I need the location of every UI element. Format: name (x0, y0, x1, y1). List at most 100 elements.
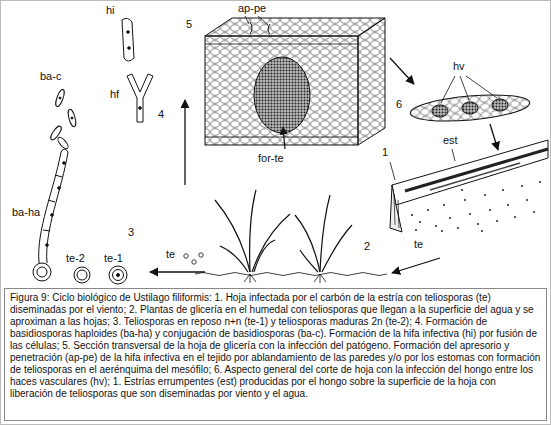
leader-line (390, 149, 455, 180)
basidiospores (67, 109, 77, 128)
leaf-section-block (205, 44, 358, 45)
teliospore-dots (435, 225, 437, 227)
infected-leaf (430, 163, 520, 190)
part-label: est (443, 134, 458, 147)
leader-line (390, 162, 395, 180)
infected-leaf (390, 140, 548, 232)
leader-line (245, 16, 268, 25)
teliospore-dots (539, 181, 541, 183)
part-label: te (166, 248, 175, 261)
leaf-section-block (205, 137, 358, 138)
infective-hypha (139, 107, 142, 110)
glyceria-plants (300, 250, 318, 272)
part-label: 2 (364, 240, 370, 253)
part-label: ap-pe (238, 2, 266, 15)
basidiospores (54, 89, 66, 108)
teliospore-dots (484, 194, 486, 196)
glyceria-plants (215, 200, 250, 272)
teliospores (117, 274, 120, 277)
teliospore-dots (496, 220, 498, 222)
teliospores (77, 270, 87, 280)
germinating-basidium (51, 214, 54, 217)
teliospore-dots (502, 189, 504, 191)
germinating-basidium (63, 162, 66, 165)
infected-leaf (392, 140, 548, 205)
basidiospores (56, 136, 70, 151)
infected-leaf (405, 149, 548, 191)
leaf-section-block (358, 18, 385, 145)
teliospore-dots (469, 213, 471, 215)
part-label: 6 (396, 98, 402, 111)
teliospore-dots (449, 217, 451, 219)
leaf-cut (462, 102, 478, 114)
teliospore-dots (192, 260, 196, 264)
teliospore-dots (461, 189, 463, 191)
leaf-section-block (205, 18, 385, 145)
germinating-basidium (43, 175, 62, 231)
teliospore-dots (427, 209, 429, 211)
infective-hypha (127, 31, 130, 34)
part-label: te-2 (66, 252, 85, 265)
teliospore-dots (184, 253, 203, 264)
infective-hypha (122, 18, 134, 61)
leader-line (460, 76, 469, 100)
leaf-cut (409, 91, 531, 125)
part-label: te (414, 238, 423, 251)
teliospore-dots (184, 254, 188, 258)
infected-leaf (390, 185, 402, 232)
teliospores (74, 266, 127, 284)
teliospore-dots (514, 216, 516, 218)
part-label: hi (106, 4, 115, 17)
infective-hypha (122, 18, 153, 122)
part-label: for-te (258, 152, 284, 165)
part-label: 5 (186, 18, 192, 31)
glyceria-plants (220, 246, 248, 272)
teliospore-dots (464, 199, 466, 201)
teliospore-dots (441, 230, 443, 232)
glyceria-plants (322, 225, 352, 272)
part-label: te-1 (104, 252, 123, 265)
teliospore-dots (443, 204, 445, 206)
cycle-arrow (392, 258, 440, 273)
infected-leaf (394, 195, 399, 228)
glyceria-plants (195, 190, 387, 283)
germinating-basidium (39, 152, 61, 263)
leaf-section-block (205, 18, 385, 36)
teliospore-dots (507, 204, 509, 206)
teliospore-dots (419, 221, 421, 223)
glyceria-plants (252, 214, 290, 272)
leaf-section-block (205, 36, 358, 145)
teliospores (74, 267, 90, 283)
teliospores (109, 266, 127, 284)
teliospore-dots (411, 181, 541, 232)
cycle-arrow (150, 58, 498, 273)
glyceria-plants (295, 215, 320, 272)
leaf-cut (492, 99, 508, 111)
cycle-arrow (390, 58, 414, 84)
teliospore-dots (477, 223, 479, 225)
teliospore-dots (415, 229, 417, 231)
leader-line (245, 16, 249, 24)
cycle-arrow (283, 127, 285, 149)
cycle-arrow (184, 100, 185, 185)
germinating-basidium (46, 244, 49, 247)
teliospore-dots (526, 199, 528, 201)
infective-hypha (128, 47, 131, 50)
part-label: hf (110, 88, 119, 101)
figure-caption: Figura 9: Ciclo biológico de Ustilago fi… (10, 292, 541, 400)
teliospore-dots (489, 209, 491, 211)
glyceria-plants (254, 240, 275, 272)
part-label: ba-c (40, 70, 61, 83)
part-label: 3 (128, 226, 134, 239)
germinating-basidium (33, 263, 51, 281)
basidiospores (59, 97, 61, 99)
teliospore-dots (521, 185, 523, 187)
part-label: ba-ha (12, 206, 40, 219)
teliospores (113, 270, 124, 281)
leader-line (466, 76, 497, 98)
leaf-section-block (254, 57, 310, 133)
glyceria-plants (250, 190, 256, 272)
part-label: 4 (158, 108, 164, 121)
teliospore-dots (481, 230, 483, 232)
